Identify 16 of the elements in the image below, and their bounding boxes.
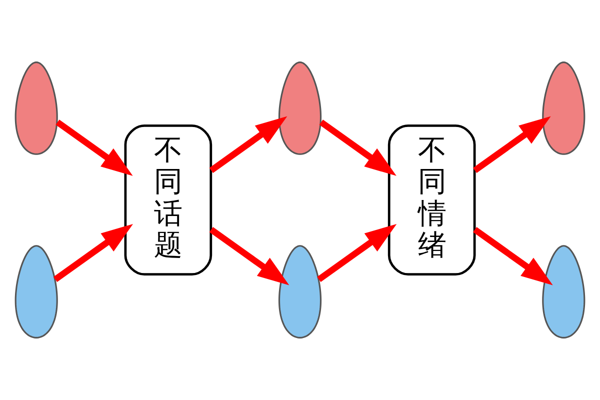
arrow	[319, 120, 396, 176]
node-person	[14, 62, 58, 155]
arrow	[472, 116, 551, 174]
node-person	[278, 245, 322, 338]
arrow	[53, 224, 133, 282]
node-person	[278, 62, 322, 155]
node-person	[542, 62, 586, 155]
arrow	[317, 224, 397, 282]
node-person	[542, 245, 586, 338]
node-box: 不同情绪	[388, 124, 476, 276]
node-box: 不同话题	[124, 124, 212, 276]
arrow	[472, 226, 553, 286]
arrow	[56, 120, 133, 176]
arrow	[209, 226, 290, 286]
node-person	[14, 245, 58, 338]
arrow	[209, 116, 288, 174]
